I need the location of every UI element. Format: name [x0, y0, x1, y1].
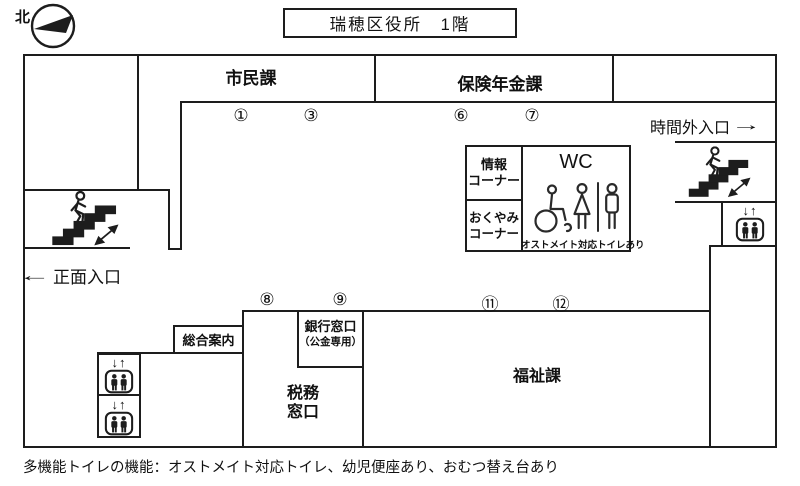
wall-segment [242, 310, 244, 448]
elevator-icon: ↓↑ [727, 204, 773, 242]
wall-segment [297, 366, 364, 368]
wall-segment [168, 248, 182, 250]
elevator-arrows: ↓↑ [111, 397, 127, 412]
wall-segment [709, 245, 711, 448]
wall-bottom [23, 446, 777, 448]
counter-number-11: ⑪ [481, 295, 499, 314]
elevator-arrows: ↓↑ [742, 203, 758, 218]
wall-segment [23, 247, 130, 249]
wall-top [23, 54, 777, 56]
elevator-icon: ↓↑ [99, 398, 139, 436]
wall-segment [23, 189, 170, 191]
compass-icon [30, 3, 76, 49]
counter-number-3: ③ [303, 106, 319, 125]
tax-window-line1: 税務 [286, 385, 319, 402]
after-hours-entrance-label: 時間外入口 [650, 120, 731, 137]
elevator-icon: ↓↑ [99, 356, 139, 394]
wall-right [775, 54, 777, 448]
main-entrance: ←正面入口 [18, 263, 121, 288]
map-title-box: 瑞穂区役所 1階 [283, 8, 517, 38]
wall-left [23, 54, 25, 448]
wall-segment [374, 54, 376, 103]
wc-box [521, 145, 631, 252]
wall-segment [297, 310, 299, 368]
wall-segment [362, 310, 364, 448]
map-title: 瑞穂区役所 1階 [329, 16, 471, 34]
room-civic-affairs: 市民課 [225, 69, 277, 88]
counter-number-9: ⑨ [332, 290, 348, 309]
wall-segment [97, 352, 243, 354]
counter-number-1: ① [233, 106, 249, 125]
counter-number-8: ⑧ [259, 290, 275, 309]
elevator-arrows: ↓↑ [111, 355, 127, 370]
left-arrow-icon: ← [18, 265, 51, 285]
wall-segment [180, 101, 182, 250]
info-corner-box: 情報 コーナー [465, 145, 523, 201]
tax-window-line2: 窓口 [286, 404, 319, 421]
wall-counter-top [180, 101, 777, 103]
counter-number-7: ⑦ [524, 106, 540, 125]
wall-segment [709, 245, 777, 247]
counter-number-12: ⑫ [552, 295, 570, 314]
okuyami-corner-label-line2: コーナー [468, 226, 519, 241]
info-corner-label-line1: 情報 [480, 157, 507, 172]
bank-window-label: 銀行窓口 （公金専用） [297, 318, 364, 349]
wall-segment [137, 54, 139, 191]
elevator-cab-icon [735, 217, 765, 242]
stairs-icon [687, 146, 759, 199]
wall-counter-bottom [242, 310, 711, 312]
bank-window-line2: （公金専用） [299, 336, 362, 348]
general-info-label: 総合案内 [182, 333, 235, 348]
wall-segment [675, 141, 777, 143]
elevator-cab-icon [104, 411, 134, 436]
room-welfare: 福祉課 [512, 368, 561, 385]
footnote: 多機能トイレの機能：オストメイト対応トイレ、幼児便座あり、おむつ替え台あり [23, 460, 559, 476]
wall-segment [675, 201, 777, 203]
wall-segment [168, 189, 170, 250]
right-arrow-icon: → [730, 117, 762, 134]
okuyami-corner-box: おくやみ コーナー [465, 199, 523, 252]
wc-pictograms-icon [534, 182, 619, 233]
wc-label: WC [559, 151, 593, 173]
counter-number-6: ⑥ [453, 106, 469, 125]
room-insurance-pension: 保険年金課 [457, 75, 543, 94]
after-hours-entrance: 時間外入口→ [650, 114, 761, 138]
info-corner-label-line2: コーナー [467, 173, 520, 188]
stairs-icon [50, 191, 128, 247]
bank-window-line1: 銀行窓口 [304, 319, 357, 334]
wall-segment [721, 201, 723, 247]
ostomate-note: オストメイト対応トイレあり [521, 240, 645, 251]
compass-north-label: 北 [15, 9, 31, 26]
main-entrance-label: 正面入口 [53, 268, 121, 287]
general-info-box: 総合案内 [173, 325, 244, 354]
okuyami-corner-label-line1: おくやみ [468, 210, 519, 225]
elevator-cab-icon [104, 369, 134, 394]
tax-window-label: 税務 窓口 [243, 384, 363, 422]
wall-segment [612, 54, 614, 103]
